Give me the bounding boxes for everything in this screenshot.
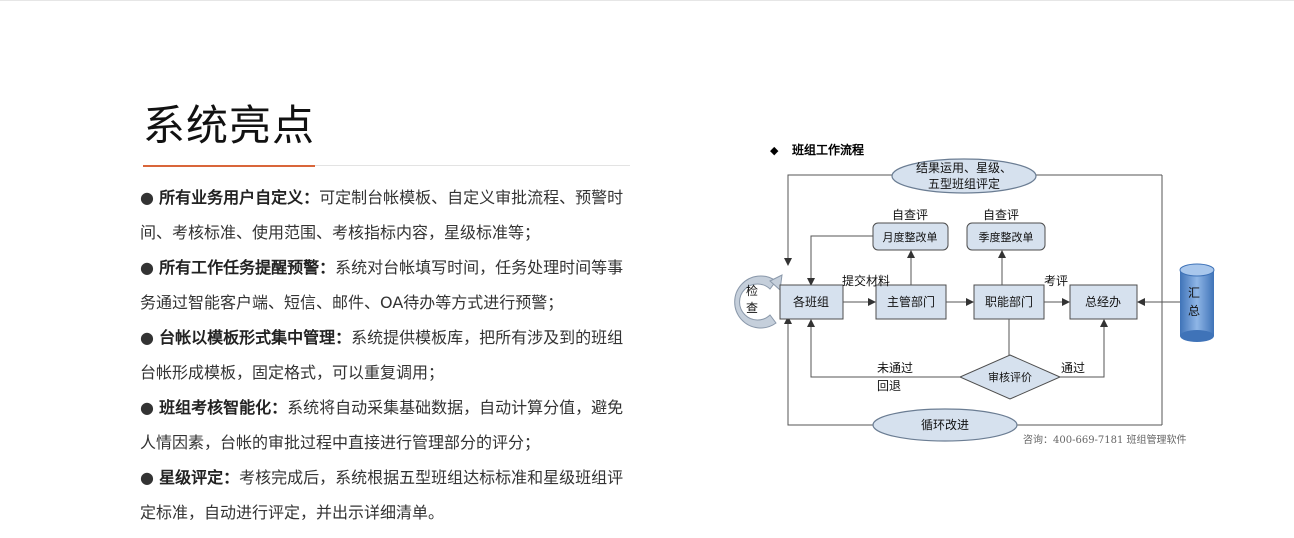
check-cycle-icon (734, 274, 783, 329)
feature-item: ● 台帐以模板形式集中管理：系统提供模板库，把所有涉及到的班组台帐形成模板，固定… (140, 320, 635, 390)
feature-item: ● 所有业务用户自定义：可定制台帐模板、自定义审批流程、预警时间、考核标准、使用… (140, 180, 635, 250)
outer-loop-lines (784, 174, 1163, 426)
feature-text: 考核完成后，系统根据五型班组达标标准和星级班组评定标准，自动进行评定，并出示详细… (140, 468, 624, 522)
bullet: ● (140, 188, 154, 207)
functional-label: 职能部门 (985, 294, 1033, 309)
summary-label-1: 汇 (1188, 286, 1200, 300)
feature-heading: 所有工作任务提醒预警： (159, 258, 336, 277)
result-ellipse (891, 158, 1037, 194)
feature-heading: 所有业务用户自定义： (159, 188, 320, 207)
self-check-label: 自查评 (892, 208, 928, 222)
check-label-2: 查 (746, 301, 758, 315)
feature-item: ● 所有工作任务提醒预警：系统对台帐填写时间，任务处理时间等事务通过智能客户端、… (140, 250, 635, 320)
cycle-label: 循环改进 (921, 418, 969, 432)
feature-text: 系统将自动采集基础数据，自动计算分值，避免人情因素，台帐的审批过程中直接进行管理… (140, 398, 624, 452)
passed-label: 通过 (1061, 361, 1085, 375)
quarterly-rectification-box (966, 222, 1046, 251)
review-diamond (958, 354, 1062, 400)
bullet: ● (140, 328, 154, 347)
title-underline-accent (143, 165, 315, 167)
feature-heading: 台帐以模板形式集中管理： (159, 328, 352, 347)
submit-label: 提交材料 (842, 273, 890, 288)
review-label: 审核评价 (988, 370, 1032, 384)
team-box (779, 284, 844, 320)
rectification-connectors (807, 235, 1006, 286)
check-label-1: 检 (746, 283, 758, 298)
supervisor-box (875, 284, 947, 320)
evaluate-label: 考评 (1044, 274, 1068, 288)
feature-text: 系统对台帐填写时间，任务处理时间等事务通过智能客户端、短信、邮件、OA待办等方式… (140, 258, 624, 312)
review-connectors (807, 319, 1108, 378)
bullet: ● (140, 398, 154, 417)
bullet: ● (140, 468, 154, 487)
contact-text: 咨询：400-669-7181 班组管理软件 (1023, 433, 1187, 446)
top-divider (0, 0, 1294, 1)
bullet: ● (140, 258, 154, 277)
title-underline (143, 165, 630, 166)
not-passed-label: 未通过 (877, 361, 913, 375)
monthly-rectification-label: 月度整改单 (883, 230, 938, 244)
self-check-label: 自查评 (983, 208, 1019, 222)
diagram-title-marker: ◆ (770, 144, 779, 157)
page-title: 系统亮点 (143, 101, 316, 150)
feature-text: 系统提供模板库，把所有涉及到的班组台帐形成模板，固定格式，可以重复调用； (140, 328, 624, 382)
cycle-ellipse (872, 408, 1018, 442)
supervisor-label: 主管部门 (887, 294, 935, 309)
team-label: 各班组 (793, 294, 829, 309)
quarterly-rectification-label: 季度整改单 (979, 230, 1034, 244)
feature-heading: 班组考核智能化： (159, 398, 288, 417)
result-label-1: 结果运用、星级、 (916, 161, 1012, 175)
feature-item: ● 班组考核智能化：系统将自动采集基础数据，自动计算分值，避免人情因素，台帐的审… (140, 390, 635, 460)
feature-item: ● 星级评定：考核完成后，系统根据五型班组达标标准和星级班组评定标准，自动进行评… (140, 460, 635, 530)
feature-list: ● 所有业务用户自定义：可定制台帐模板、自定义审批流程、预警时间、考核标准、使用… (140, 180, 635, 530)
summary-cylinder (1179, 263, 1215, 342)
summary-label-2: 总 (1188, 304, 1200, 318)
general-manager-label: 总经办 (1085, 294, 1121, 309)
diagram-title: 班组工作流程 (792, 142, 864, 157)
result-label-2: 五型班组评定 (928, 176, 1000, 191)
workflow-diagram: ◆ 班组工作流程 结果运用、星级、 五型班组评定 自查评 自查评 月度整改单 季… (734, 142, 1215, 446)
feature-text: 可定制台帐模板、自定义审批流程、预警时间、考核标准、使用范围、考核指标内容，星级… (140, 188, 624, 242)
return-label: 回退 (877, 379, 901, 393)
feature-heading: 星级评定： (159, 468, 240, 487)
